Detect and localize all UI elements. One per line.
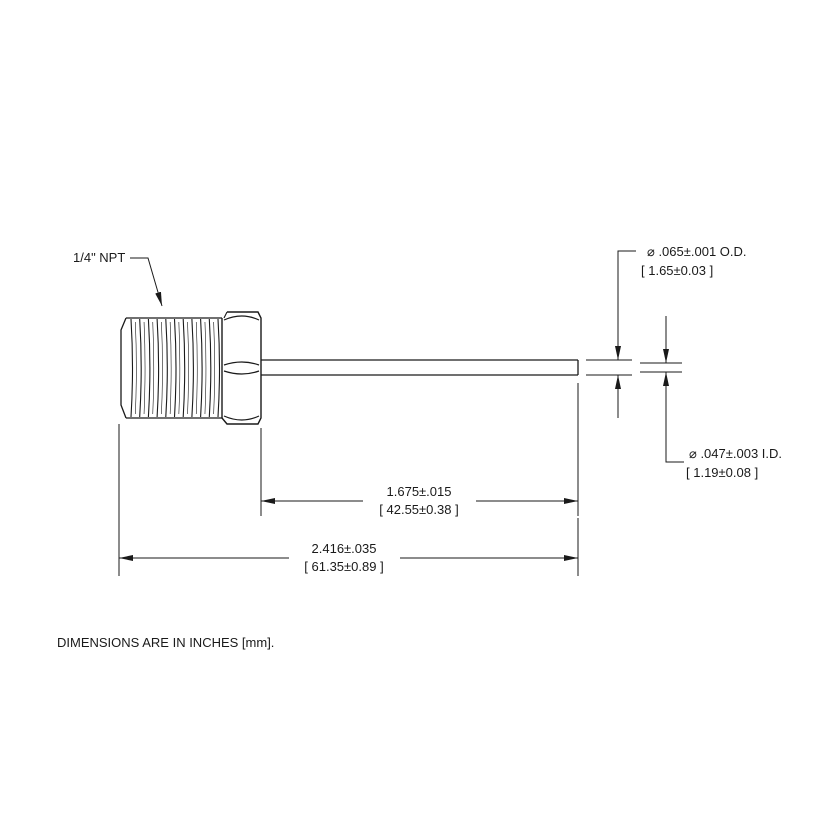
- thread-root-line: [178, 321, 181, 415]
- hex-nut: [221, 311, 262, 425]
- thread-crest-line: [182, 318, 186, 418]
- id-dimension: ⌀ .047±.003 I.D. [ 1.19±0.08 ]: [640, 316, 782, 480]
- thread-root-line: [187, 321, 189, 415]
- od-dimension-label: ⌀ .065±.001 O.D.: [647, 244, 747, 259]
- thread-crest-line: [165, 318, 168, 418]
- thread-root-line: [213, 321, 215, 415]
- overall-length-label: 2.416±.035: [312, 541, 377, 556]
- thread-root-line: [135, 321, 137, 415]
- thread-crest-line: [208, 318, 212, 418]
- thread-label: 1/4" NPT: [73, 250, 125, 265]
- tube-length-dimension: 1.675±.015 [ 42.55±0.38 ]: [260, 383, 579, 517]
- thread-root-line: [143, 321, 146, 415]
- tube-length-label: 1.675±.015: [387, 484, 452, 499]
- overall-length-mm: [ 61.35±0.89 ]: [304, 559, 383, 574]
- npt-thread-body: [120, 317, 222, 419]
- thread-root-line: [169, 321, 172, 415]
- tube: [261, 359, 579, 376]
- tube-length-mm: [ 42.55±0.38 ]: [379, 502, 458, 517]
- thread-crest-line: [147, 318, 151, 418]
- thread-crest-line: [200, 318, 203, 418]
- thread-crest-line: [217, 318, 221, 418]
- thread-crest-line: [139, 318, 142, 418]
- thread-root-line: [204, 321, 207, 415]
- thread-crests: [130, 318, 221, 418]
- units-note: DIMENSIONS ARE IN INCHES [mm].: [57, 635, 274, 650]
- overall-length-dimension: 2.416±.035 [ 61.35±0.89 ]: [118, 424, 579, 576]
- od-dimension-mm: [ 1.65±0.03 ]: [641, 263, 713, 278]
- thread-crest-line: [191, 318, 194, 418]
- id-dimension-mm: [ 1.19±0.08 ]: [686, 465, 758, 480]
- thread-callout: 1/4" NPT: [73, 250, 163, 307]
- thread-root-line: [195, 321, 198, 415]
- od-dimension: ⌀ .065±.001 O.D. [ 1.65±0.03 ]: [586, 244, 747, 418]
- thread-crest-line: [130, 318, 134, 418]
- thread-crest-line: [156, 318, 160, 418]
- thread-root-line: [161, 321, 163, 415]
- id-dimension-label: ⌀ .047±.003 I.D.: [689, 446, 782, 461]
- thread-crest-line: [173, 318, 177, 418]
- thread-root-line: [152, 321, 155, 415]
